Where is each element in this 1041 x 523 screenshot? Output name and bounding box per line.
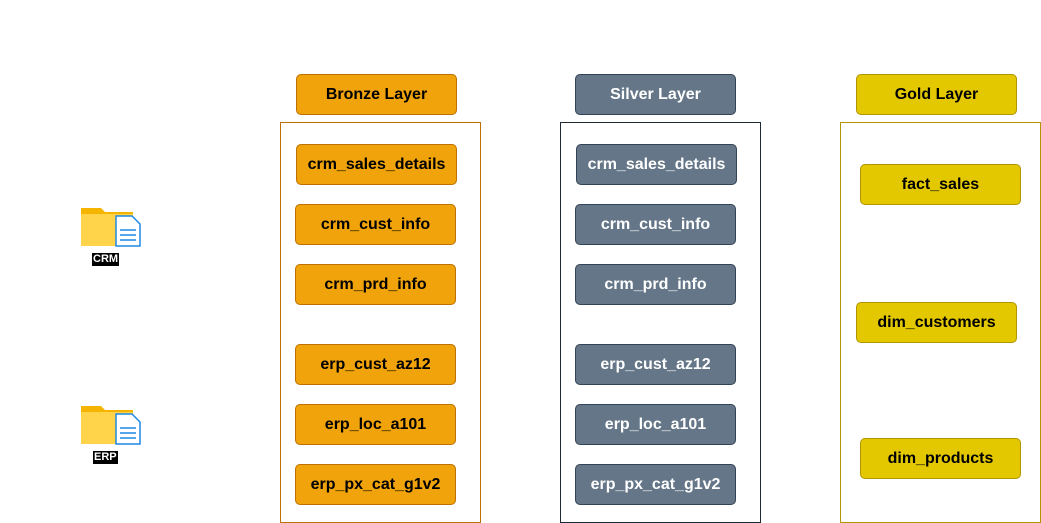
source-label-erp: ERP <box>93 451 118 464</box>
source-erp: ERP <box>80 402 142 464</box>
bronze-table-erp-cust-az12[interactable]: erp_cust_az12 <box>295 344 456 385</box>
gold-table-fact-sales[interactable]: fact_sales <box>860 164 1021 205</box>
folder-document-icon <box>81 406 141 445</box>
silver-table-crm-cust-info[interactable]: crm_cust_info <box>575 204 736 245</box>
silver-table-crm-prd-info[interactable]: crm_prd_info <box>575 264 736 305</box>
gold-table-dim-customers[interactable]: dim_customers <box>856 302 1017 343</box>
gold-table-dim-products[interactable]: dim_products <box>860 438 1021 479</box>
bronze-layer-header: Bronze Layer <box>296 74 457 115</box>
silver-layer-header: Silver Layer <box>575 74 736 115</box>
silver-table-erp-loc-a101[interactable]: erp_loc_a101 <box>575 404 736 445</box>
bronze-table-crm-cust-info[interactable]: crm_cust_info <box>295 204 456 245</box>
bronze-table-erp-px-cat-g1v2[interactable]: erp_px_cat_g1v2 <box>295 464 456 505</box>
silver-table-erp-cust-az12[interactable]: erp_cust_az12 <box>575 344 736 385</box>
silver-table-erp-px-cat-g1v2[interactable]: erp_px_cat_g1v2 <box>575 464 736 505</box>
gold-layer-header: Gold Layer <box>856 74 1017 115</box>
bronze-table-crm-sales-details[interactable]: crm_sales_details <box>296 144 457 185</box>
silver-table-crm-sales-details[interactable]: crm_sales_details <box>576 144 737 185</box>
source-label-crm: CRM <box>92 253 120 266</box>
folder-document-icon <box>81 208 141 247</box>
source-crm: CRM <box>80 204 142 266</box>
bronze-table-erp-loc-a101[interactable]: erp_loc_a101 <box>295 404 456 445</box>
bronze-table-crm-prd-info[interactable]: crm_prd_info <box>295 264 456 305</box>
